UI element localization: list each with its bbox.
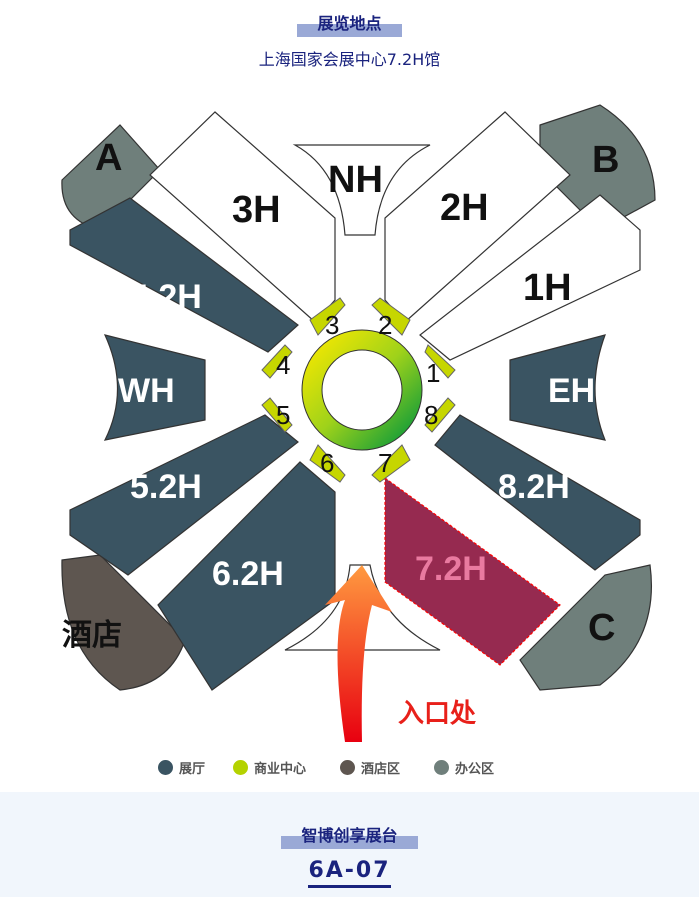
hall-eh <box>509 334 606 441</box>
tower-b <box>539 104 656 231</box>
hall-4.2h <box>69 197 299 353</box>
commerce-5 <box>261 397 293 433</box>
commerce-num-3: 3 <box>325 310 339 340</box>
hall-6.2h <box>157 461 336 691</box>
label-3h: 3H <box>232 189 281 231</box>
commerce-4 <box>261 344 293 379</box>
label-wh: WH <box>118 372 175 410</box>
booth-number: 6A-07 <box>0 858 699 888</box>
legend-item-office: 办公区 <box>434 758 494 777</box>
label-1h: 1H <box>523 267 572 309</box>
commerce-1 <box>424 344 456 379</box>
label-7.2h: 7.2H <box>415 550 487 588</box>
hall-nh <box>292 144 431 236</box>
label-a: A <box>95 137 122 179</box>
commerce-num-5: 5 <box>276 400 290 430</box>
commerce-6 <box>309 444 346 483</box>
commerce-num-4: 4 <box>276 350 290 380</box>
entrance-arrow-icon <box>325 565 392 742</box>
commerce-num-6: 6 <box>320 448 334 478</box>
hall-8.2h <box>434 414 641 571</box>
label-4.2h: 4.2H <box>130 278 202 316</box>
commerce-2 <box>371 297 411 336</box>
commerce-num-8: 8 <box>424 400 438 430</box>
hall-wh <box>103 334 206 441</box>
legend-item-hotel: 酒店区 <box>340 758 400 777</box>
entrance-label: 入口处 <box>398 698 476 728</box>
label-2h: 2H <box>440 187 489 229</box>
label-6.2h: 6.2H <box>212 555 284 593</box>
commerce-8 <box>424 397 456 433</box>
commerce-3 <box>309 297 346 336</box>
label-5.2h: 5.2H <box>130 468 202 506</box>
location-section-title: 展览地点 <box>0 10 699 37</box>
tower-c <box>519 564 652 691</box>
commerce-ring <box>302 330 422 450</box>
commerce-dot-icon <box>233 760 249 775</box>
label-b: B <box>592 139 619 181</box>
venue-map: A B C 酒店 3H 2H 1H NH 4.2H 5.2H 6.2H 7.2H… <box>61 104 656 742</box>
legend-item-hall: 展厅 <box>158 758 205 777</box>
hotel-dot-icon <box>340 760 356 775</box>
office-dot-icon <box>434 760 450 775</box>
commerce-num-7: 7 <box>378 448 392 478</box>
label-8.2h: 8.2H <box>498 468 570 506</box>
map-legend: 展厅 商业中心 酒店区 办公区 <box>158 758 522 777</box>
hall-5.2h <box>69 414 299 576</box>
commerce-7 <box>371 444 411 483</box>
booth-section-title: 智博创享展台 <box>0 822 699 849</box>
label-hotel: 酒店 <box>62 619 122 652</box>
legend-item-commerce: 商业中心 <box>233 758 306 777</box>
commerce-num-2: 2 <box>378 310 392 340</box>
label-nh: NH <box>328 159 383 201</box>
commerce-num-1: 1 <box>426 358 440 388</box>
hall-7.2h <box>384 476 561 666</box>
label-eh: EH <box>548 372 595 410</box>
hall-dot-icon <box>158 760 173 775</box>
hall-1h <box>419 194 641 361</box>
label-c: C <box>588 607 615 649</box>
tower-a <box>61 124 161 231</box>
tower-hotel <box>61 554 186 691</box>
venue-text: 上海国家会展中心7.2H馆 <box>258 50 441 69</box>
